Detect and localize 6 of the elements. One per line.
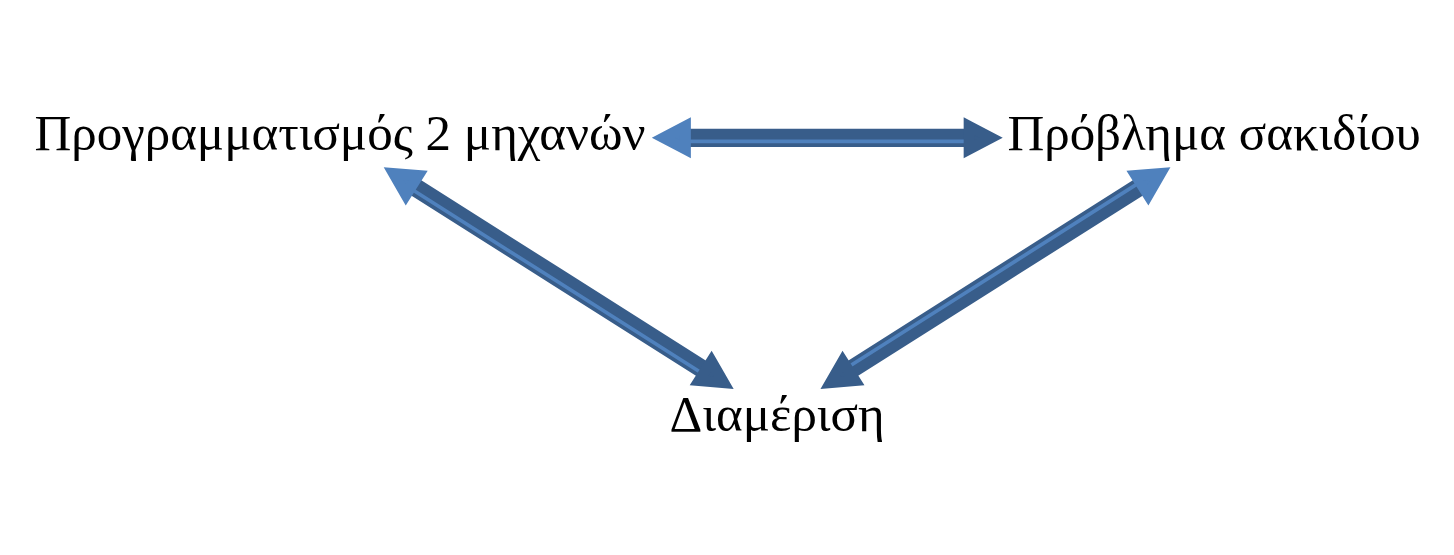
arrow xyxy=(651,116,1003,158)
arrow xyxy=(820,166,1171,389)
node-text: Πρόβλημα σακιδίου xyxy=(1007,104,1421,161)
arrow xyxy=(383,166,734,389)
node-text: Διαμέριση xyxy=(669,385,885,442)
node-text: Προγραμματισμός 2 μηχανών xyxy=(34,104,646,161)
